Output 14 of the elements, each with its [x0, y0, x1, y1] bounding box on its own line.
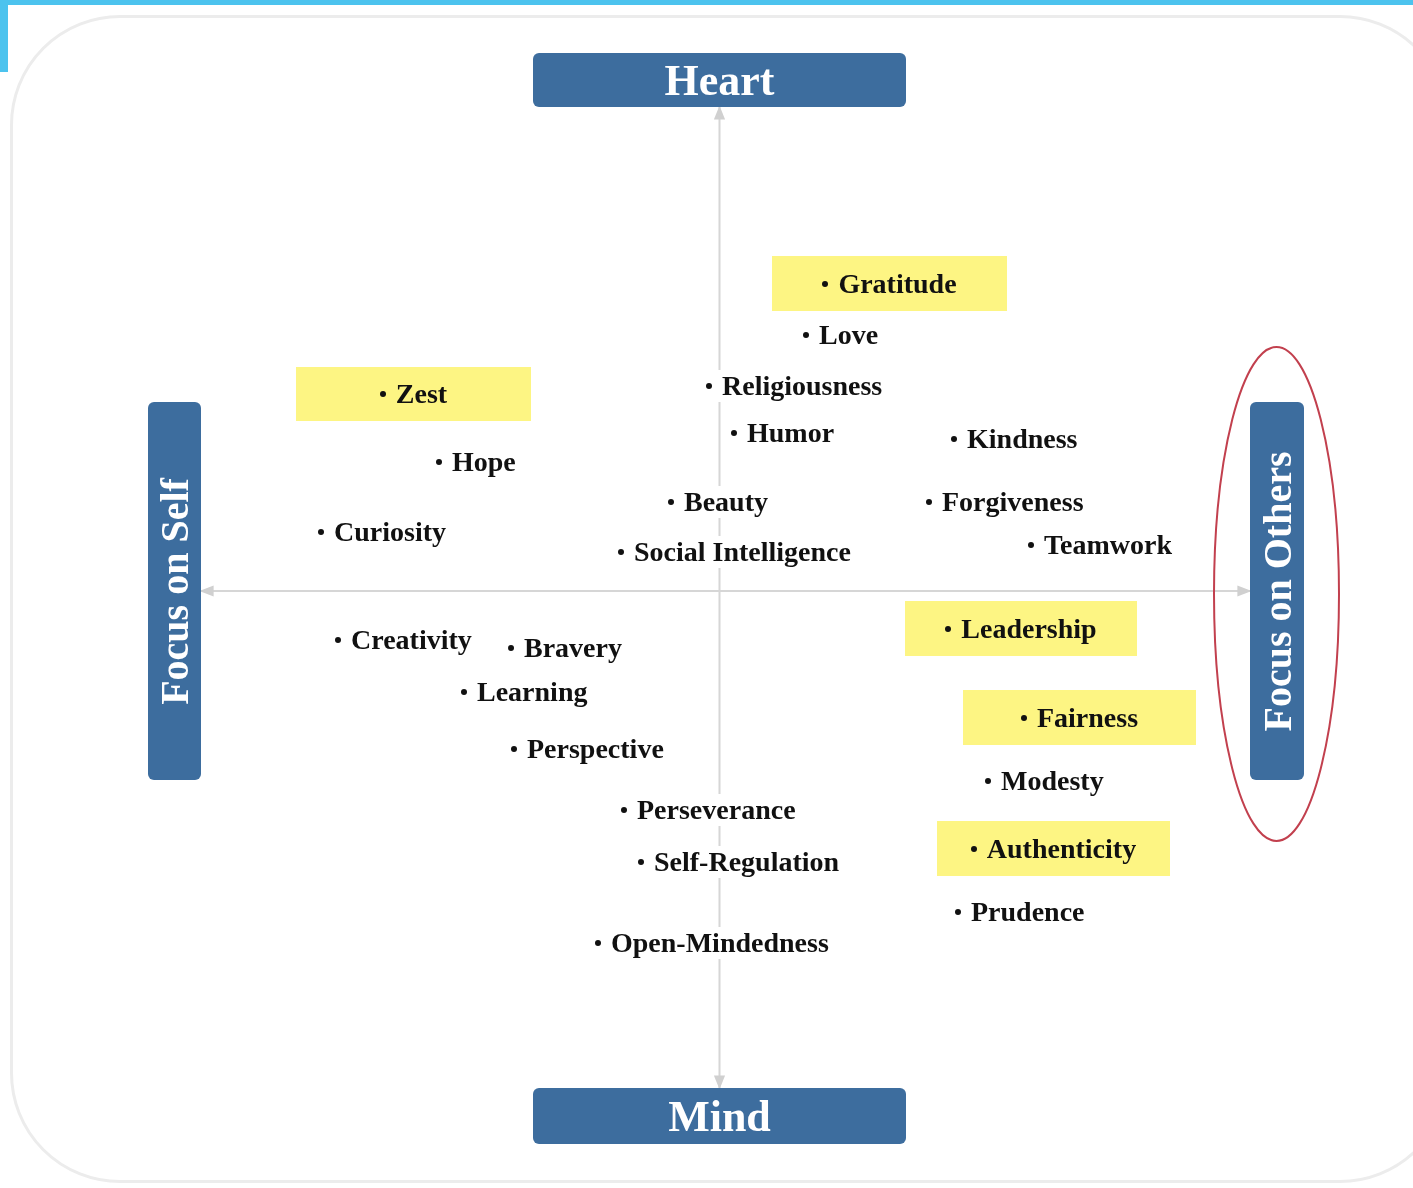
axis-label-box: Mind — [533, 1088, 906, 1144]
highlight-box: Leadership — [905, 601, 1137, 656]
trait-label: Open-Mindedness — [592, 927, 832, 959]
highlight-box: Fairness — [963, 690, 1196, 745]
axis-label-box: Heart — [533, 53, 906, 107]
highlight-box: Gratitude — [772, 256, 1007, 311]
axis-label-box: Focus on Others — [1250, 402, 1304, 780]
highlight-ellipse — [1213, 346, 1340, 842]
axis-arrow — [199, 585, 1252, 597]
axis-label-box: Focus on Self — [148, 402, 201, 780]
trait-label: Social Intelligence — [615, 536, 854, 568]
highlight-box: Zest — [296, 367, 531, 421]
highlight-box: Authenticity — [937, 821, 1170, 876]
trait-label: Beauty — [665, 486, 771, 518]
